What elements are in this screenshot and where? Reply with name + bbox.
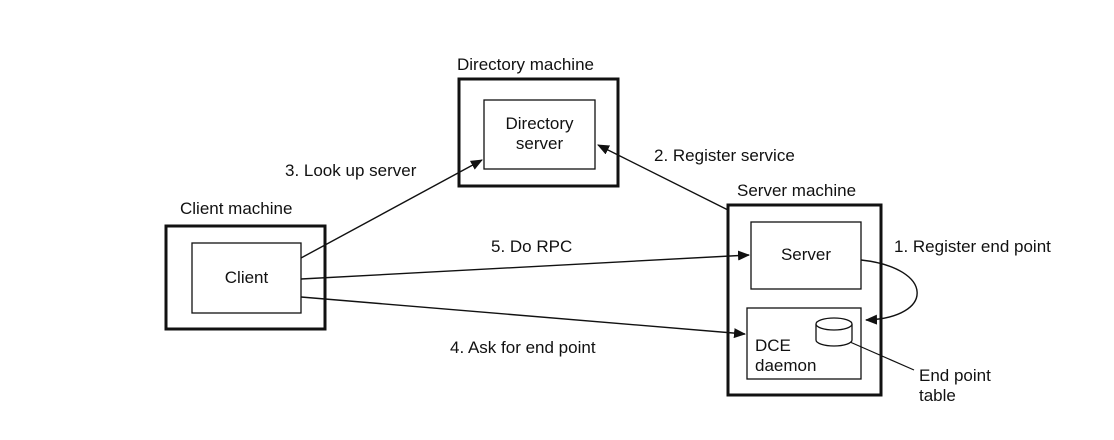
step-do-rpc-label: 5. Do RPC — [491, 237, 573, 256]
end-point-table-leader — [849, 341, 915, 371]
database-icon — [815, 317, 853, 347]
server-box — [750, 221, 862, 290]
step-register-service-label: 2. Register service — [654, 146, 795, 165]
directory-machine-box — [457, 77, 620, 188]
server-machine-label: Server machine — [737, 181, 857, 200]
arrow-look-up-server — [300, 159, 483, 259]
client-machine-label: Client machine — [180, 199, 293, 218]
arrow-ask-for-end-point — [300, 296, 746, 339]
arrow-register-end-point — [860, 259, 918, 325]
server-machine-box — [726, 203, 883, 397]
step-register-end-point-label: 1. Register end point — [894, 237, 1051, 256]
dce-daemon-label: DCE daemon — [755, 336, 817, 375]
client-label: Client — [224, 268, 269, 287]
directory-server-box — [483, 99, 596, 170]
client-box — [191, 242, 302, 314]
step-look-up-server-label: 3. Look up server — [285, 161, 417, 180]
step-ask-for-end-point-label: 4. Ask for end point — [450, 338, 596, 357]
directory-server-label: Directory server — [505, 114, 574, 153]
arrow-register-service — [597, 144, 729, 211]
dce-daemon-box — [746, 307, 862, 380]
end-point-table-label: End point table — [919, 366, 991, 405]
arrow-do-rpc — [300, 250, 750, 280]
server-label: Server — [780, 245, 832, 264]
directory-machine-label: Directory machine — [457, 55, 594, 74]
